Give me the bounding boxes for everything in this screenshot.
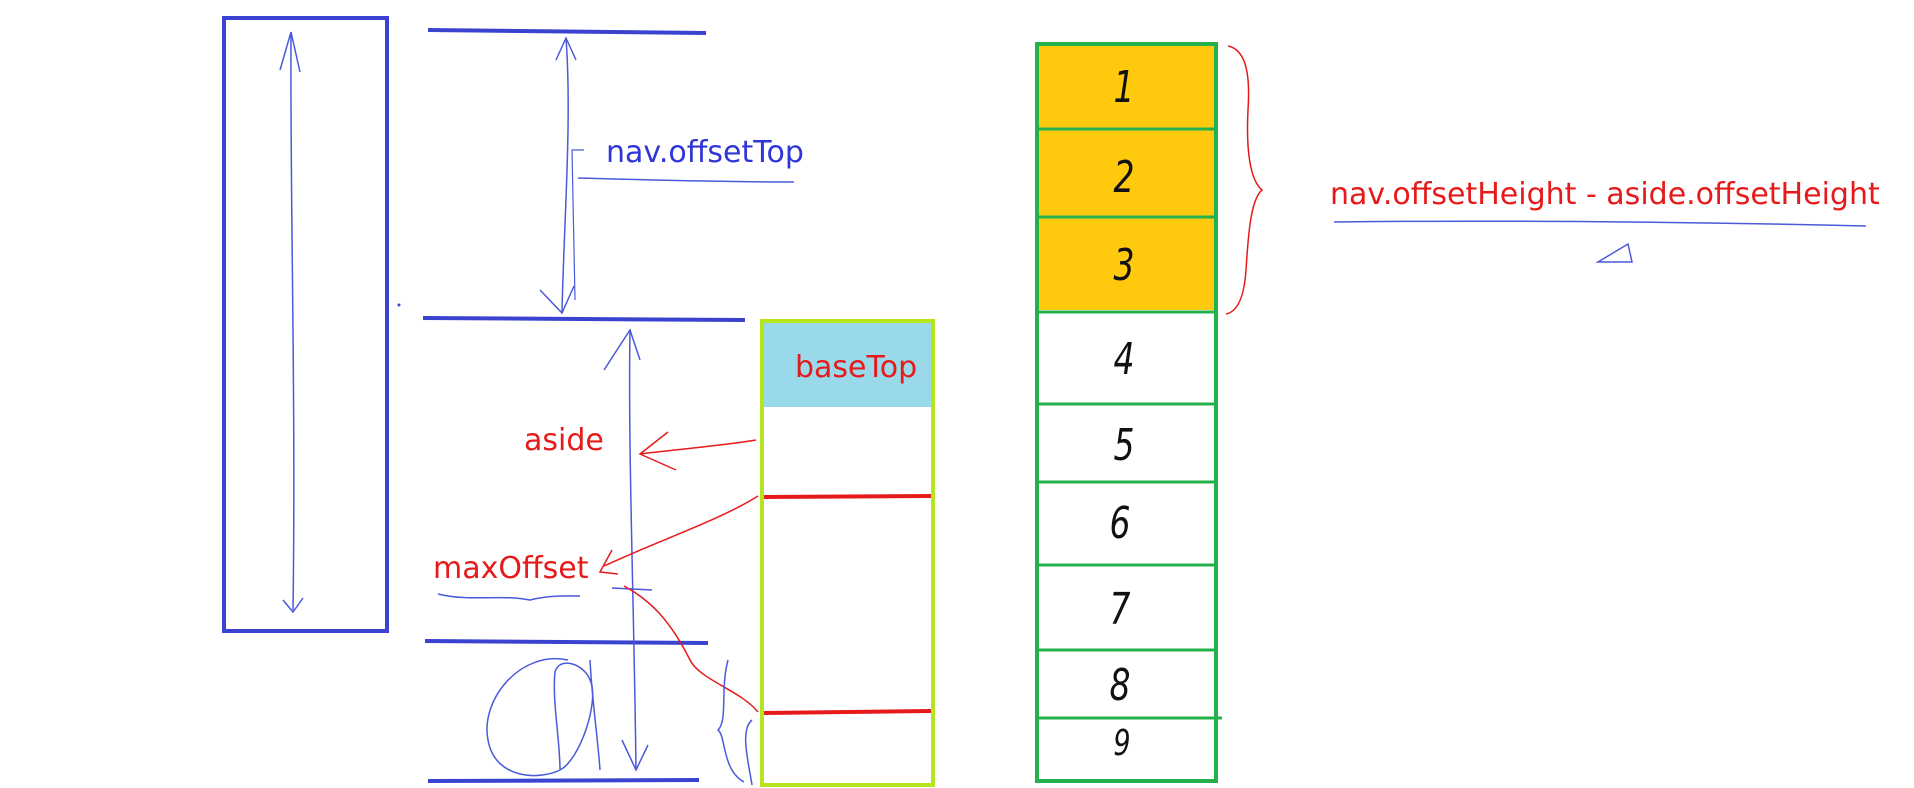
offset-top-underline <box>577 177 795 183</box>
nav-item-bg-3 <box>1039 218 1214 310</box>
nav-item-number-8: 8 <box>1109 660 1131 711</box>
nav-offset-top-label: nav.offsetTop <box>606 135 804 170</box>
offset-top-arrow-head-bottom <box>539 285 575 315</box>
aside-red-line-1 <box>763 494 932 499</box>
height-diff-label: nav.offsetHeight - aside.offsetHeight <box>1330 177 1880 212</box>
nav-item-number-1: 1 <box>1113 62 1135 113</box>
nav-top-line <box>422 316 746 322</box>
offset-top-arrow-head-top <box>555 36 577 61</box>
offset-top-arrow <box>561 37 569 313</box>
small-brace <box>716 659 745 783</box>
max-offset-up-arrow <box>623 585 759 713</box>
nav-item-bg-1 <box>1039 46 1214 128</box>
nav-item-number-3: 3 <box>1113 240 1135 291</box>
aside-pointer-arrow <box>639 439 757 455</box>
max-offset-label: maxOffset <box>433 551 589 586</box>
aside-label: aside <box>524 423 604 458</box>
page-arrow-head-top <box>279 31 301 73</box>
nav-item-number-7: 7 <box>1109 584 1131 635</box>
max-offset-pointer-arrow <box>603 495 759 567</box>
aside-pointer-head <box>638 431 677 471</box>
nav-item-number-2: 2 <box>1113 152 1135 203</box>
nav-item-number-6: 6 <box>1109 498 1131 549</box>
nav-bottom-line-2 <box>427 778 700 783</box>
base-top-label: baseTop <box>795 350 918 385</box>
bottom-loop-arrow <box>486 657 594 777</box>
base-top-box <box>764 323 931 407</box>
offset-top-bracket <box>571 149 584 301</box>
height-diff-brace <box>1225 45 1264 315</box>
top-line <box>427 28 707 35</box>
max-offset-tick <box>611 587 653 591</box>
small-brace-2 <box>744 719 753 786</box>
nav-item-number-4: 4 <box>1113 334 1135 385</box>
bottom-loop-line <box>589 659 601 771</box>
nav-bottom-line-1 <box>424 639 709 645</box>
nav-item-number-9: 9 <box>1113 723 1131 764</box>
aside-range-arrow-head-bottom <box>621 739 649 772</box>
page-arrow-head-bottom <box>282 597 304 614</box>
aside-red-line-2 <box>763 709 932 715</box>
page-outline <box>222 16 389 633</box>
aside-range-arrow-head-top <box>603 328 641 371</box>
nav-item-number-5: 5 <box>1113 420 1135 471</box>
page-height-arrow <box>290 31 295 611</box>
nav-item-bg-2 <box>1039 130 1214 216</box>
aside-range-arrow <box>628 329 637 771</box>
dot <box>397 303 401 307</box>
max-offset-underline <box>437 593 581 601</box>
max-offset-pointer-head <box>598 549 619 575</box>
height-diff-underline <box>1333 220 1867 227</box>
small-triangle <box>1595 242 1633 263</box>
